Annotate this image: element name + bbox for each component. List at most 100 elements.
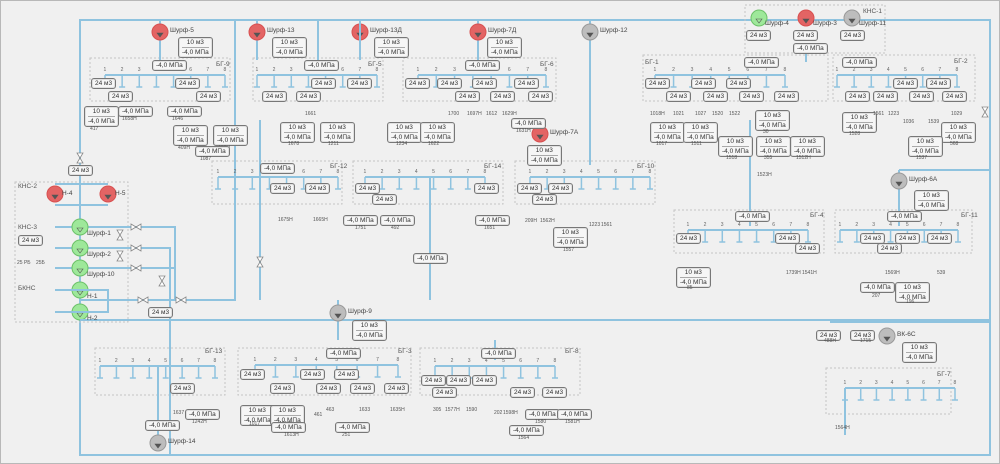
reading-box[interactable]: 10 м3-4,0 МПа [270,405,305,426]
valve-icon[interactable] [158,275,166,287]
reading-box[interactable]: -4,0 МПа [511,118,546,129]
reading-box[interactable]: 24 м3 [510,387,536,398]
reading-box[interactable]: 24 м3 [927,233,953,244]
reading-box[interactable]: 24 м3 [262,91,288,102]
reading-box[interactable]: 10 м3-4,0 МПа [272,37,307,58]
reading-box[interactable]: 24 м3 [873,91,899,102]
reading-box[interactable]: 10 м3-4,0 МПа [178,37,213,58]
reading-box[interactable]: -4,0 МПа [557,409,592,420]
reading-box[interactable]: 24 м3 [850,330,876,341]
reading-box[interactable]: -4,0 МПа [260,163,295,174]
reading-box[interactable]: 24 м3 [666,91,692,102]
reading-box[interactable]: -4,0 МПа [152,60,187,71]
pump-vk6c-icon[interactable] [878,327,896,345]
reading-box[interactable]: 10 м3-4,0 МПа [374,37,409,58]
reading-box[interactable]: 24 м3 [746,30,772,41]
reading-box[interactable]: 10 м3-4,0 МПа [84,106,119,127]
reading-box[interactable]: 10 м3-4,0 МПа [718,136,753,157]
pump-shurf3-icon[interactable] [797,9,815,27]
reading-box[interactable]: 24 м3 [517,183,543,194]
pump-shurf7d-icon[interactable] [469,23,487,41]
reading-box[interactable]: -4,0 МПа [195,146,230,157]
reading-box[interactable]: 24 м3 [795,243,821,254]
reading-box[interactable]: 24 м3 [421,375,447,386]
reading-box[interactable]: 10 м3-4,0 МПа [902,342,937,363]
pump-shurf1-icon[interactable] [71,218,89,236]
reading-box[interactable]: 10 м3-4,0 МПа [420,122,455,143]
reading-box[interactable]: 24 м3 [347,78,373,89]
reading-box[interactable]: 24 м3 [196,91,222,102]
reading-box[interactable]: 24 м3 [446,375,472,386]
reading-box[interactable]: -4,0 МПа [860,282,895,293]
reading-box[interactable]: 24 м3 [691,78,717,89]
reading-box[interactable]: 24 м3 [726,78,752,89]
pump-n5-icon[interactable] [99,185,117,203]
reading-box[interactable]: -4,0 МПа [475,215,510,226]
reading-box[interactable]: 24 м3 [793,30,819,41]
reading-box[interactable]: 24 м3 [432,387,458,398]
reading-box[interactable]: -4,0 МПа [793,43,828,54]
valve-icon[interactable] [76,152,84,164]
reading-box[interactable]: 24 м3 [68,165,94,176]
reading-box[interactable]: 24 м3 [91,78,117,89]
reading-box[interactable]: -4,0 МПа [842,57,877,68]
reading-box[interactable]: 24 м3 [240,369,266,380]
reading-box[interactable]: 24 м3 [108,91,134,102]
reading-box[interactable]: 24 м3 [703,91,729,102]
reading-box[interactable]: 24 м3 [311,78,337,89]
reading-box[interactable]: 24 м3 [877,243,903,254]
pump-shurf12-icon[interactable] [581,23,599,41]
reading-box[interactable]: -4,0 МПа [465,60,500,71]
reading-box[interactable]: 10 м3-4,0 МПа [941,122,976,143]
reading-box[interactable]: 24 м3 [334,369,360,380]
reading-box[interactable]: 24 м3 [472,375,498,386]
reading-box[interactable]: 24 м3 [490,91,516,102]
reading-box[interactable]: 24 м3 [296,91,322,102]
reading-box[interactable]: 10 м3-4,0 МПа [676,267,711,288]
reading-box[interactable]: 10 м3-4,0 МПа [842,112,877,133]
reading-box[interactable]: 24 м3 [548,183,574,194]
valve-icon[interactable] [116,229,124,241]
reading-box[interactable]: 24 м3 [170,383,196,394]
reading-box[interactable]: 24 м3 [775,233,801,244]
reading-box[interactable]: -4,0 МПа [509,425,544,436]
reading-box[interactable]: 24 м3 [300,369,326,380]
pump-shurf11-icon[interactable] [843,9,861,27]
valve-icon[interactable] [981,106,989,118]
reading-box[interactable]: 24 м3 [472,78,498,89]
pump-shurf5-icon[interactable] [151,23,169,41]
reading-box[interactable]: 10 м3-4,0 МПа [650,122,685,143]
reading-box[interactable]: 10 м3-4,0 МПа [213,125,248,146]
pump-shurf2-icon[interactable] [71,239,89,257]
reading-box[interactable]: -4,0 МПа [326,348,361,359]
pump-shurf6a-icon[interactable] [890,172,908,190]
reading-box[interactable]: 24 м3 [316,383,342,394]
pump-shurf10-icon[interactable] [71,259,89,277]
reading-box[interactable]: 10 м3-4,0 МПа [173,125,208,146]
reading-box[interactable]: 10 м3-4,0 МПа [387,122,422,143]
reading-box[interactable]: 10 м3-4,0 МПа [527,145,562,166]
reading-box[interactable]: 24 м3 [532,194,558,205]
reading-box[interactable]: 10 м3-4,0 МПа [280,122,315,143]
reading-box[interactable]: -4,0 МПа [887,211,922,222]
reading-box[interactable]: 24 м3 [926,78,952,89]
reading-box[interactable]: 24 м3 [455,91,481,102]
reading-box[interactable]: 24 м3 [350,383,376,394]
reading-box[interactable]: 24 м3 [840,30,866,41]
valve-icon[interactable] [130,223,142,231]
reading-box[interactable]: 24 м3 [942,91,968,102]
reading-box[interactable]: 24 м3 [774,91,800,102]
reading-box[interactable]: -4,0 МПа [413,253,448,264]
reading-box[interactable]: 24 м3 [676,233,702,244]
pump-shurf4-icon[interactable] [750,9,768,27]
pump-shurf13-icon[interactable] [248,23,266,41]
reading-box[interactable]: 24 м3 [645,78,671,89]
reading-box[interactable]: -4,0 МПа [380,215,415,226]
reading-box[interactable]: 24 м3 [355,183,381,194]
reading-box[interactable]: -4,0 МПа [304,60,339,71]
reading-box[interactable]: 24 м3 [845,91,871,102]
reading-box[interactable]: 10 м3-4,0 МПа [755,110,790,131]
pump-n4-icon[interactable] [46,185,64,203]
valve-icon[interactable] [175,296,187,304]
reading-box[interactable]: 24 м3 [474,183,500,194]
